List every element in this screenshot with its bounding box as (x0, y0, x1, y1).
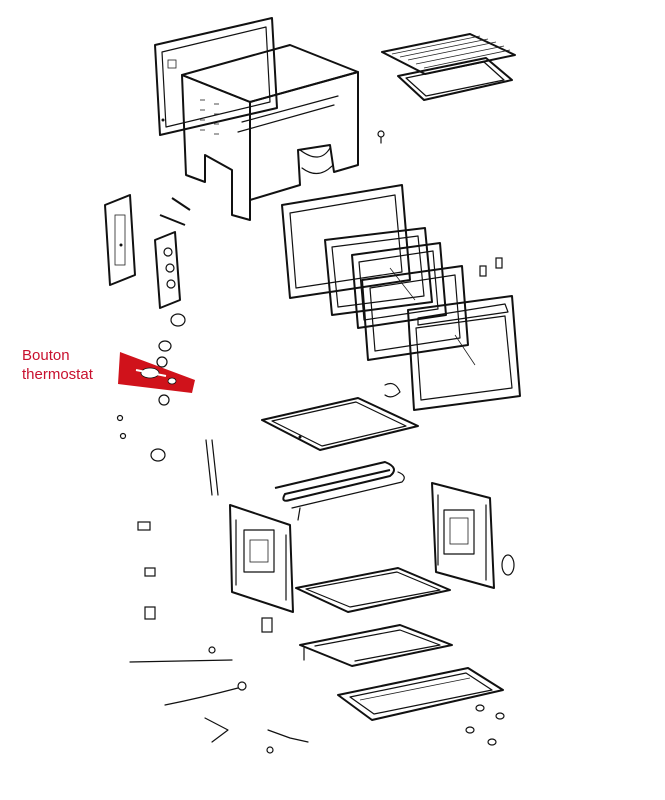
wiring-harness (129, 646, 309, 754)
label-line-1: Bouton (22, 347, 70, 364)
door-gasket (324, 227, 433, 316)
baking-tray (397, 57, 513, 101)
knobs (156, 313, 186, 406)
thermostat-knob-label: Bouton thermostat (22, 346, 93, 384)
upper-heating-element (274, 461, 405, 521)
back-panel (154, 17, 278, 136)
door-outer-panel (407, 295, 521, 411)
door-glass-middle (361, 265, 469, 361)
bottom-tray (295, 567, 451, 613)
small-fasteners (116, 414, 219, 496)
label-line-2: thermostat (22, 366, 93, 383)
switch-parts (137, 521, 273, 633)
control-panel-front (104, 194, 136, 286)
control-bracket (154, 231, 181, 309)
hinge-rod (159, 197, 191, 226)
right-side-panel (431, 482, 495, 589)
feet (465, 704, 505, 746)
crumb-tray (261, 397, 419, 451)
base-plate (337, 667, 504, 721)
outer-casing (181, 44, 359, 221)
wire-rack (381, 33, 516, 75)
lower-heating-element (299, 624, 453, 667)
door-hinges (384, 257, 503, 398)
door-glass-inner (351, 242, 447, 329)
left-side-panel (229, 504, 294, 613)
door-inner-frame (281, 184, 411, 299)
thermostat-knob-highlight (118, 352, 195, 393)
side-clip (501, 554, 515, 576)
small-screw (377, 130, 385, 144)
